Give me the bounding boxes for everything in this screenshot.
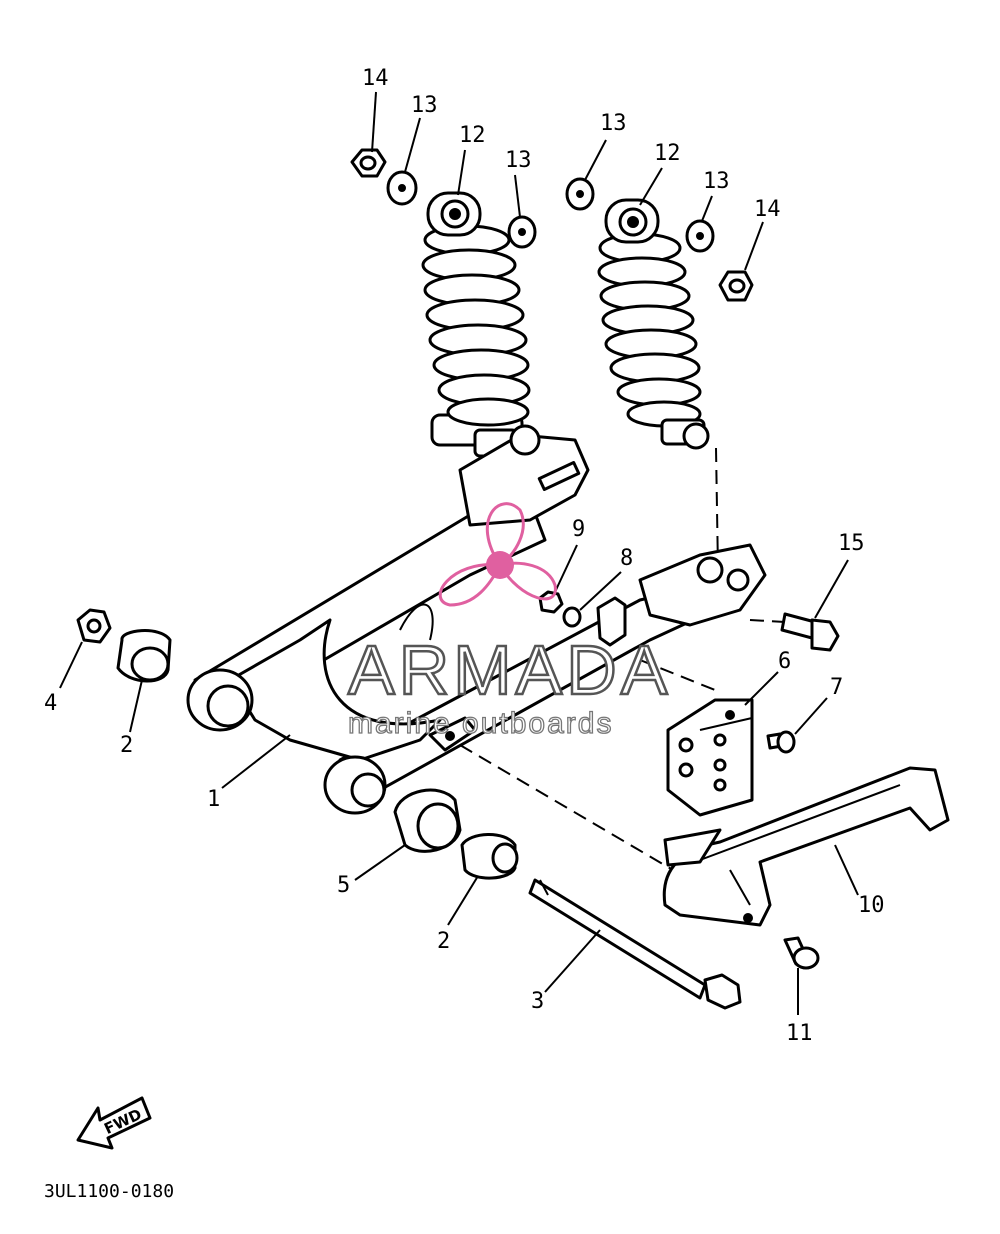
callout-label-8: 8 [620, 546, 633, 571]
screw-7 [766, 730, 796, 754]
callout-label-13: 13 [703, 169, 730, 194]
watermark-subtitle: marine outboards [348, 707, 613, 740]
bushing-2-right [460, 833, 519, 880]
brace-10 [662, 766, 950, 927]
callout-label-10: 10 [858, 893, 885, 918]
watermark: ARMADA marine outboards [347, 502, 671, 741]
collar-5 [393, 788, 462, 853]
callout-label-11: 11 [786, 1021, 813, 1046]
callout-label-14: 14 [362, 66, 389, 91]
leader-lines [59, 91, 859, 1015]
washer-13-c [565, 177, 595, 211]
callout-label-15: 15 [838, 531, 865, 556]
shock-mount-guide-line [715, 447, 719, 571]
callout-label-13: 13 [600, 111, 627, 136]
washer-13-b [507, 215, 537, 249]
nut-14-right [718, 270, 754, 302]
nut-14-left [350, 148, 387, 178]
washer-13-a [386, 170, 418, 206]
callout-label-5: 5 [337, 873, 350, 898]
fwd-arrow: FWD [76, 1096, 152, 1150]
nut-9 [538, 590, 564, 614]
callout-label-6: 6 [778, 649, 791, 674]
nut-4 [76, 608, 112, 644]
callout-label-13: 13 [505, 148, 532, 173]
callout-label-12: 12 [459, 123, 486, 148]
pivot-shaft-3 [528, 878, 742, 1010]
rear-shock-absorber-left [421, 191, 531, 458]
callout-label-2: 2 [120, 733, 133, 758]
callout-label-9: 9 [572, 517, 585, 542]
bolt-guide-line [749, 619, 786, 623]
washer-8 [562, 606, 582, 628]
swingarm [186, 424, 767, 815]
callout-label-13: 13 [411, 93, 438, 118]
callout-label-12: 12 [654, 141, 681, 166]
callout-label-2: 2 [437, 929, 450, 954]
callout-label-7: 7 [830, 675, 843, 700]
pivot-guide-line [459, 744, 691, 881]
watermark-title: ARMADA [348, 631, 671, 709]
callout-label-4: 4 [44, 691, 57, 716]
callout-label-1: 1 [207, 787, 220, 812]
rear-shock-absorber-right [597, 198, 710, 450]
bolt-11 [783, 936, 820, 970]
chain-adjuster-plate-6 [666, 698, 754, 817]
propeller-logo [438, 502, 557, 607]
diagram-code: 3UL1100-0180 [44, 1181, 174, 1202]
plate-guide-line [639, 659, 716, 691]
callout-label-3: 3 [531, 989, 544, 1014]
callout-label-14: 14 [754, 197, 781, 222]
bolt-15 [780, 612, 840, 652]
bushing-2-left [116, 629, 172, 683]
washer-13-d [685, 219, 715, 253]
